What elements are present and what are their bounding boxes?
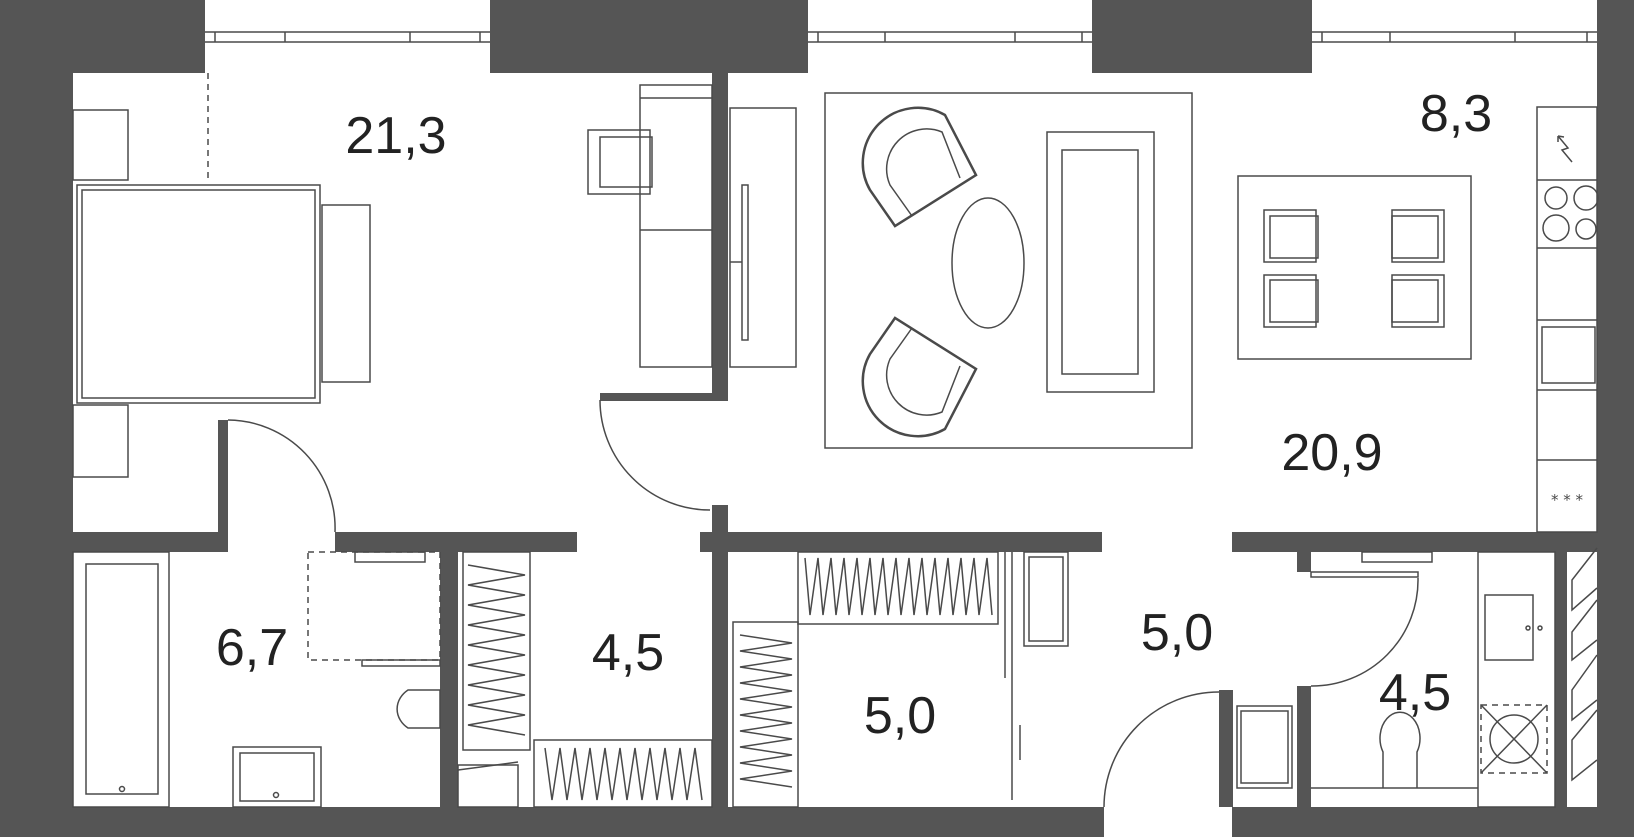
area-label-bedroom: 21,3 (345, 107, 446, 165)
window-living (808, 31, 1092, 43)
tv (741, 184, 749, 341)
door-swing-entrance (1103, 691, 1220, 808)
wall-hall-right (1219, 690, 1233, 807)
wc-sink (1484, 594, 1534, 661)
window-kitchen (1312, 31, 1597, 43)
shaft-outline (1571, 547, 1598, 782)
area-label-living: 20,9 (1281, 424, 1382, 482)
door-swing-bedroom (227, 419, 336, 533)
dining-table (1237, 175, 1472, 360)
sofa-seat (1061, 149, 1139, 375)
hall-right-fixtures (1103, 691, 1293, 808)
wardrobe-vertical (462, 551, 531, 751)
bathtub (72, 551, 170, 808)
hob-icon (1542, 185, 1599, 242)
bathroom-fixtures (72, 551, 441, 808)
living-furniture (729, 92, 1472, 449)
window-bedroom (205, 31, 490, 43)
door-swing-wc (1310, 577, 1419, 687)
wall-bath-top-a (73, 532, 218, 552)
room-labels: 21,3 8,3 20,9 6,7 4,5 5,0 5,0 4,5 (216, 85, 1492, 745)
area-label-kitchen: 8,3 (1420, 85, 1492, 143)
toilet-icon (396, 689, 441, 729)
coffee-table (951, 197, 1025, 329)
stove-marks: * * * (1551, 491, 1584, 509)
windows (205, 31, 1597, 43)
door-swing-living (599, 399, 711, 511)
wall-shaft (1555, 540, 1567, 807)
wc-cabinet (1477, 551, 1556, 808)
wall-wardrobe-left (712, 505, 728, 807)
bench (321, 204, 371, 383)
nightstand-bottom (72, 404, 129, 478)
wall-wardrobe-top (700, 532, 1102, 552)
bedroom-furniture (72, 73, 713, 533)
wall-partition-horizontal (600, 393, 728, 401)
wardrobe-fixtures (732, 551, 1069, 808)
bed-mattress (81, 189, 316, 399)
tv-cabinet (729, 107, 797, 368)
wall-wc-top (1232, 532, 1597, 552)
wall-left (0, 0, 73, 837)
wc-fixtures (1310, 547, 1598, 808)
wall-bottom-right (1232, 807, 1634, 837)
wall-top-right (1092, 0, 1312, 73)
closet-rail-top (797, 551, 999, 625)
bed (76, 184, 321, 404)
area-label-bathroom: 6,7 (216, 619, 288, 677)
area-label-hall-left: 4,5 (592, 624, 664, 682)
shower-area (307, 551, 441, 661)
kitchen-counter: * * * (1536, 106, 1599, 533)
wall-partition-vertical (712, 73, 728, 396)
wall-door-jamb (218, 420, 228, 552)
wall-bottom-left (0, 807, 1104, 837)
sofa (1046, 131, 1155, 393)
meter-box (457, 764, 519, 808)
boiler (1480, 704, 1548, 774)
hall-left-fixtures (457, 551, 713, 808)
washbasin (232, 746, 322, 808)
wall-bath-right (440, 552, 458, 807)
armchair-bottom (861, 316, 978, 438)
wc-rail (1361, 551, 1433, 563)
hall-bench (1236, 705, 1293, 789)
wall-right (1597, 0, 1634, 837)
armchair-top (861, 106, 978, 228)
towel-rail (354, 551, 426, 563)
dining-chairs (1263, 209, 1445, 328)
wall-top-left (0, 0, 205, 73)
faucet-icon (1557, 135, 1573, 163)
carpet (824, 92, 1193, 449)
wall-wc-left (1297, 686, 1311, 807)
kitchen-sink (1541, 326, 1596, 384)
wall-top-mid (490, 0, 808, 73)
area-label-wc: 4,5 (1379, 664, 1451, 722)
wall-wc-stub (1297, 552, 1311, 572)
area-label-wardrobe: 5,0 (864, 687, 936, 745)
closet-rail-left (732, 621, 799, 808)
wc-toilet-icon (1379, 711, 1421, 788)
wardrobe-horizontal (533, 739, 713, 808)
wall-bath-top-b (335, 532, 577, 552)
nightstand-top (72, 109, 129, 181)
mirror-cabinet (1023, 551, 1069, 647)
desk (639, 84, 713, 368)
desk-chair (587, 129, 651, 195)
area-label-hall-right: 5,0 (1141, 604, 1213, 662)
